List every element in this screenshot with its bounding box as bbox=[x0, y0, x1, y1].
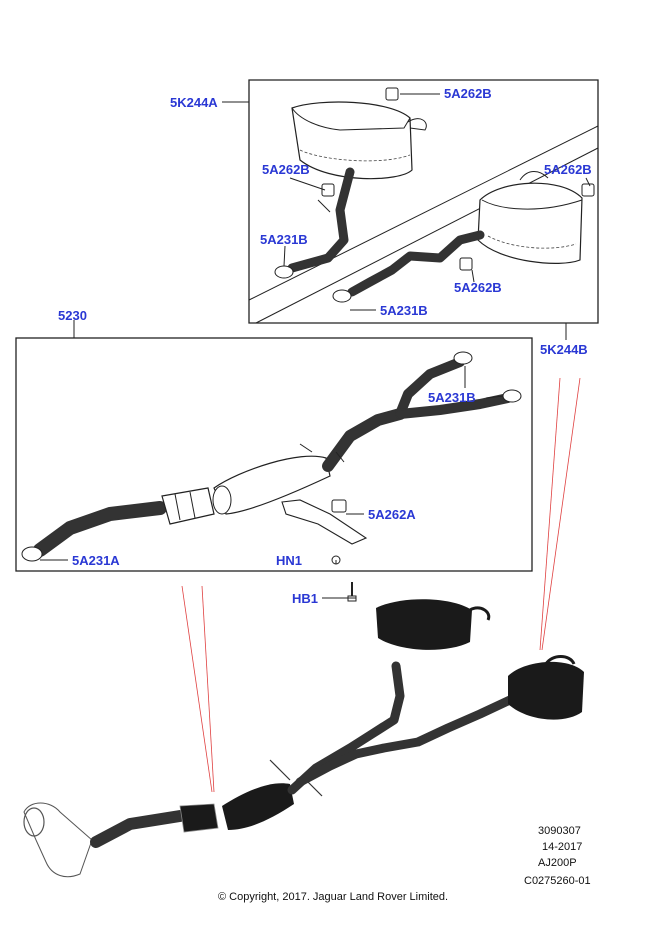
rubber-mount-icon bbox=[321, 87, 595, 271]
label-5a262b[interactable]: 5A262B bbox=[544, 162, 592, 177]
drawing-code: C0275260-01 bbox=[524, 875, 591, 887]
label-5k244b[interactable]: 5K244B bbox=[540, 342, 588, 357]
leader-lines-middle bbox=[40, 366, 504, 599]
system-overview[interactable] bbox=[23, 599, 584, 878]
clamp-icon bbox=[274, 265, 352, 303]
copyright-notice: © Copyright, 2017. Jaguar Land Rover Lim… bbox=[218, 891, 448, 903]
drawing-date: 14-2017 bbox=[542, 841, 582, 853]
front-pipe-assembly[interactable] bbox=[33, 357, 513, 557]
right-rear-silencer[interactable] bbox=[347, 171, 583, 297]
label-5k244a[interactable]: 5K244A bbox=[170, 95, 218, 110]
label-5a262b[interactable]: 5A262B bbox=[454, 280, 502, 295]
projection-lines bbox=[181, 377, 581, 793]
label-5a262b[interactable]: 5A262B bbox=[262, 162, 310, 177]
left-rear-silencer[interactable] bbox=[287, 101, 427, 273]
label-hb1[interactable]: HB1 bbox=[292, 591, 318, 606]
label-hn1[interactable]: HN1 bbox=[276, 553, 302, 568]
label-5a231b[interactable]: 5A231B bbox=[260, 232, 308, 247]
leader-lines-top bbox=[222, 93, 591, 340]
callout-labels: 5K244A 5A262B 5A262B 5A262B 5A231B 5A262… bbox=[58, 86, 592, 606]
drawing-model: AJ200P bbox=[538, 857, 577, 869]
rear-silencer-box bbox=[248, 79, 599, 324]
label-5a262b[interactable]: 5A262B bbox=[444, 86, 492, 101]
label-5230[interactable]: 5230 bbox=[58, 308, 87, 323]
clamp-icon bbox=[21, 351, 522, 562]
front-assembly-box bbox=[15, 320, 533, 572]
drawing-ref: 3090307 bbox=[538, 825, 581, 837]
label-5a262a[interactable]: 5A262A bbox=[368, 507, 416, 522]
label-5a231b[interactable]: 5A231B bbox=[428, 390, 476, 405]
rubber-mount-icon bbox=[331, 499, 347, 513]
drawing-metadata: 3090307 14-2017 AJ200P C0275260-01 bbox=[524, 825, 591, 887]
label-5a231b[interactable]: 5A231B bbox=[380, 303, 428, 318]
label-5a231a[interactable]: 5A231A bbox=[72, 553, 120, 568]
